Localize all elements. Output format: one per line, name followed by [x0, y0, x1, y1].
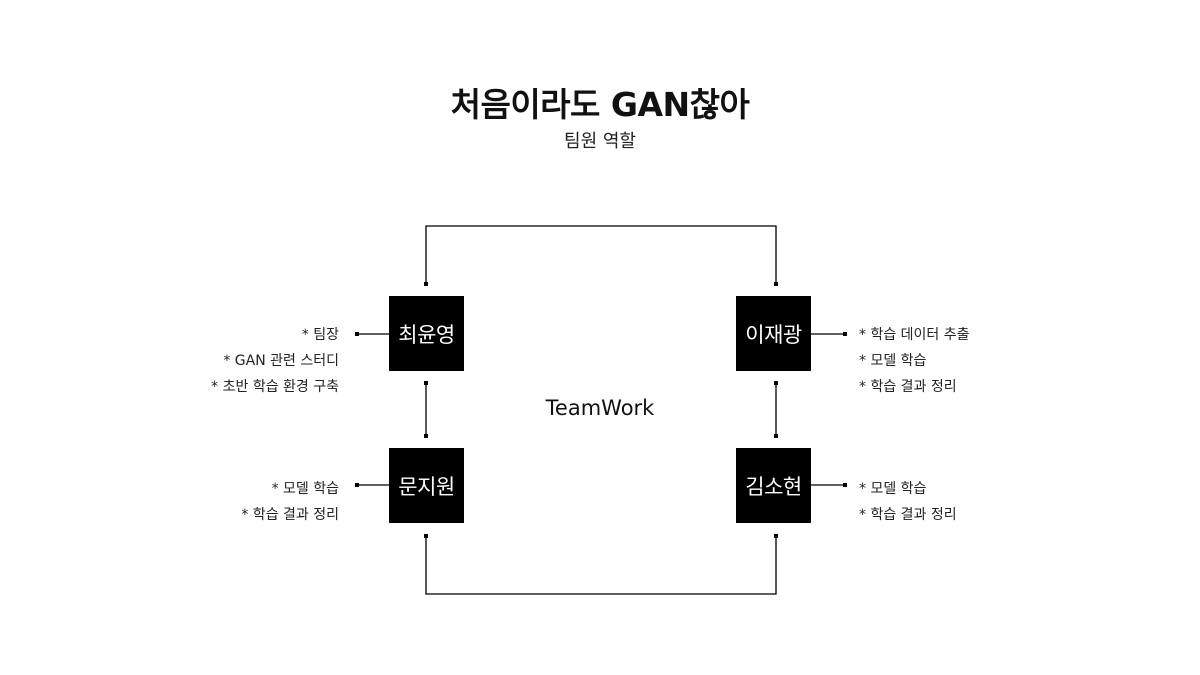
- member-name-top-left: 최윤영: [398, 322, 455, 347]
- roles-top-left: * 팀장 * GAN 관련 스터디 * 초반 학습 환경 구축: [211, 322, 339, 400]
- left-vertical-end-top: [424, 381, 428, 385]
- top-connector: [425, 225, 777, 284]
- role-item: * 팀장: [301, 327, 339, 343]
- member-name-top-right: 이재광: [745, 322, 802, 347]
- roles-top-right: * 학습 데이터 추출 * 모델 학습 * 학습 결과 정리: [859, 322, 970, 400]
- bottom-connector: [425, 536, 777, 595]
- role-item: * 학습 데이터 추출: [859, 327, 970, 343]
- roles-bottom-left: * 모델 학습 * 학습 결과 정리: [241, 476, 339, 528]
- role-item: * 모델 학습: [271, 481, 339, 497]
- bottom-left-role-connector-end: [355, 483, 359, 487]
- member-box-top-right: 이재광: [736, 296, 811, 371]
- member-box-bottom-right: 김소현: [736, 448, 811, 523]
- bottom-connector-end-left: [424, 534, 428, 538]
- bottom-connector-end-right: [774, 534, 778, 538]
- role-item: * GAN 관련 스터디: [223, 353, 339, 369]
- top-left-role-connector-end: [355, 332, 359, 336]
- top-connector-end-left: [424, 282, 428, 286]
- role-item: * 학습 결과 정리: [241, 507, 339, 523]
- right-vertical-end-bottom: [774, 434, 778, 438]
- member-name-bottom-right: 김소현: [745, 474, 802, 499]
- diagram-subtitle: 팀원 역할: [564, 131, 636, 152]
- role-item: * 초반 학습 환경 구축: [211, 379, 339, 395]
- member-box-bottom-left: 문지원: [389, 448, 464, 523]
- role-item: * 학습 결과 정리: [859, 379, 957, 395]
- teamwork-label: TeamWork: [545, 396, 655, 420]
- top-connector-end-right: [774, 282, 778, 286]
- top-right-role-connector-end: [843, 332, 847, 336]
- left-vertical-end-bottom: [424, 434, 428, 438]
- role-item: * 모델 학습: [859, 481, 927, 497]
- roles-bottom-right: * 모델 학습 * 학습 결과 정리: [859, 476, 957, 528]
- bottom-right-role-connector-end: [843, 483, 847, 487]
- member-name-bottom-left: 문지원: [398, 474, 455, 499]
- role-item: * 학습 결과 정리: [859, 507, 957, 523]
- member-box-top-left: 최윤영: [389, 296, 464, 371]
- right-vertical-end-top: [774, 381, 778, 385]
- role-item: * 모델 학습: [859, 353, 927, 369]
- diagram-title: 처음이라도 GAN찮아: [450, 85, 750, 124]
